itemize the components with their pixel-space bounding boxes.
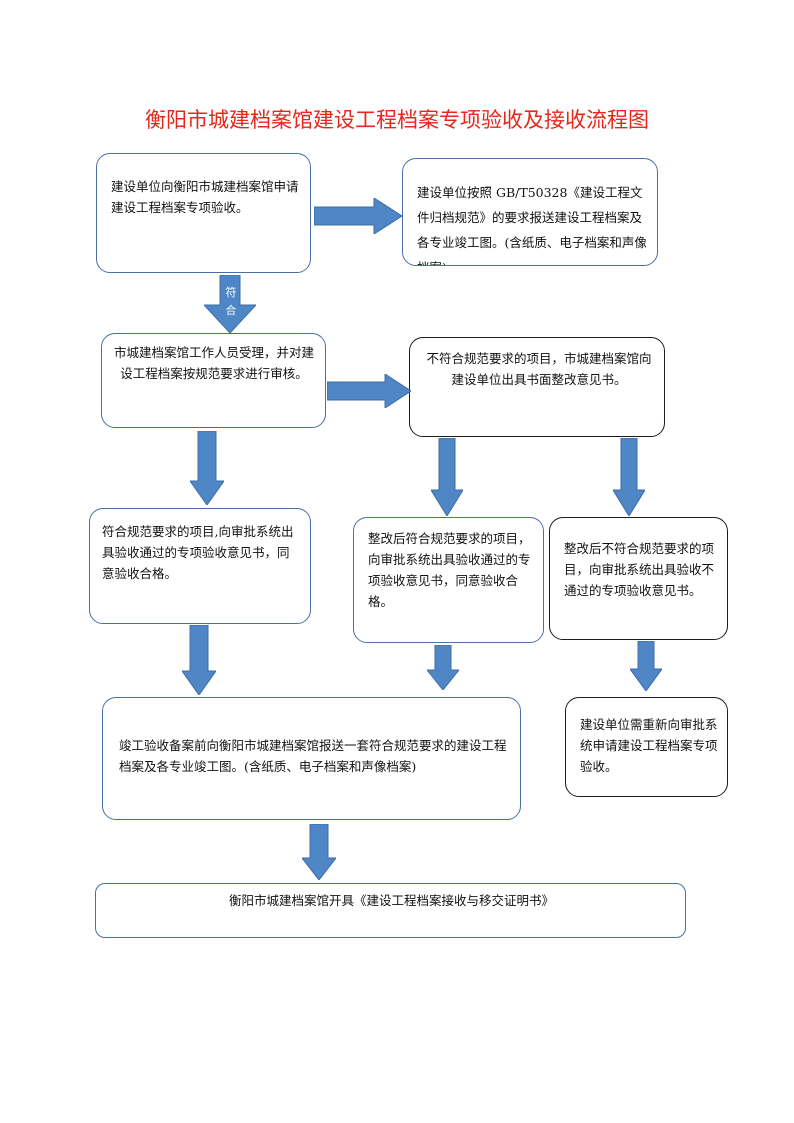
page-title: 衡阳市城建档案馆建设工程档案专项验收及接收流程图: [145, 108, 649, 132]
edge-label-compliant: 符合: [225, 286, 237, 317]
arrow-apply-to-review: [204, 275, 256, 333]
node-reapply: 建设单位需重新向审批系统申请建设工程档案专项验收。: [565, 697, 728, 797]
node-noncompliant: 不符合规范要求的项目，市城建档案馆向建设单位出具书面整改意见书。: [409, 337, 665, 437]
node-compliant: 符合规范要求的项目,向审批系统出具验收通过的专项验收意见书，同意验收合格。: [89, 508, 311, 624]
node-rectified-fail: 整改后不符合规范要求的项目，向审批系统出具验收不通过的专项验收意见书。: [549, 517, 728, 640]
arrow-noncompliant-to-rectified-fail: [613, 438, 645, 516]
arrow-compliant-to-final-submit: [182, 625, 216, 695]
node-compliant-text: 符合规范要求的项目,向审批系统出具验收通过的专项验收意见书，同意验收合格。: [102, 524, 294, 581]
node-certificate-text: 衡阳市城建档案馆开具《建设工程档案接收与移交证明书》: [228, 893, 554, 908]
node-review-text: 市城建档案馆工作人员受理，并对建设工程档案按规范要求进行审核。: [114, 345, 315, 381]
node-noncompliant-text: 不符合规范要求的项目，市城建档案馆向建设单位出具书面整改意见书。: [426, 351, 652, 387]
node-submit: 建设单位按照 GB/T50328《建设工程文件归档规范》的要求报送建设工程档案及…: [402, 158, 658, 266]
node-certificate: 衡阳市城建档案馆开具《建设工程档案接收与移交证明书》: [95, 883, 686, 938]
node-rectified-ok: 整改后符合规范要求的项目，向审批系统出具验收通过的专项验收意见书，同意验收合格。: [353, 517, 544, 643]
node-rectified-ok-text: 整改后符合规范要求的项目，向审批系统出具验收通过的专项验收意见书，同意验收合格。: [368, 531, 531, 609]
arrow-noncompliant-to-rectified-ok: [431, 438, 463, 516]
node-final-submit: 竣工验收备案前向衡阳市城建档案馆报送一套符合规范要求的建设工程档案及各专业竣工图…: [102, 697, 521, 820]
node-reapply-text: 建设单位需重新向审批系统申请建设工程档案专项验收。: [580, 717, 718, 774]
arrow-rectified-ok-to-final-submit: [427, 645, 459, 690]
arrow-rectified-fail-to-reapply: [630, 641, 662, 691]
node-review: 市城建档案馆工作人员受理，并对建设工程档案按规范要求进行审核。: [101, 333, 326, 428]
arrow-review-to-compliant: [190, 431, 224, 505]
node-final-submit-text: 竣工验收备案前向衡阳市城建档案馆报送一套符合规范要求的建设工程档案及各专业竣工图…: [119, 738, 507, 774]
arrow-final-submit-to-certificate: [302, 824, 336, 880]
arrow-review-to-noncompliant: [327, 374, 411, 408]
node-apply: 建设单位向衡阳市城建档案馆申请建设工程档案专项验收。: [96, 153, 311, 273]
node-submit-text: 建设单位按照 GB/T50328《建设工程文件归档规范》的要求报送建设工程档案及…: [417, 185, 647, 265]
node-apply-text: 建设单位向衡阳市城建档案馆申请建设工程档案专项验收。: [111, 179, 299, 215]
arrow-apply-to-submit: [314, 198, 402, 234]
node-rectified-fail-text: 整改后不符合规范要求的项目，向审批系统出具验收不通过的专项验收意见书。: [564, 541, 715, 598]
